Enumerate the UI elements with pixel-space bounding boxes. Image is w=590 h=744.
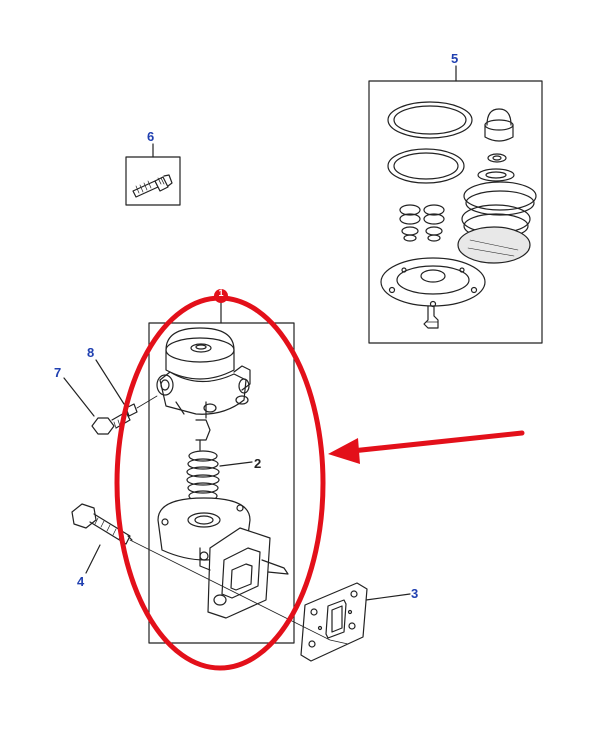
part-5-repair-kit-box	[368, 80, 543, 344]
callout-5: 5	[451, 51, 459, 66]
callout-4: 4	[77, 574, 85, 589]
leader-lines	[152, 65, 457, 158]
part-2-spring	[186, 450, 253, 502]
highlight-annotation	[114, 289, 525, 671]
part-1-pump-frame	[148, 299, 295, 644]
callout-2: 2	[254, 456, 262, 471]
callout-8: 8	[87, 345, 95, 360]
parts-7-8-fitting	[63, 359, 158, 435]
callout-7: 7	[54, 365, 62, 380]
callout-3: 3	[411, 586, 419, 601]
part-1-callout-marker	[214, 289, 228, 303]
callout-6: 6	[147, 129, 155, 144]
pointer-arrow	[328, 430, 525, 464]
pump-lower-body	[157, 497, 289, 619]
pump-upper-body	[156, 327, 251, 451]
part-6-bolt-box	[125, 156, 181, 206]
part-4-bolt	[71, 503, 349, 645]
part-3-gasket	[300, 582, 411, 662]
callout-1: 1	[218, 288, 224, 298]
